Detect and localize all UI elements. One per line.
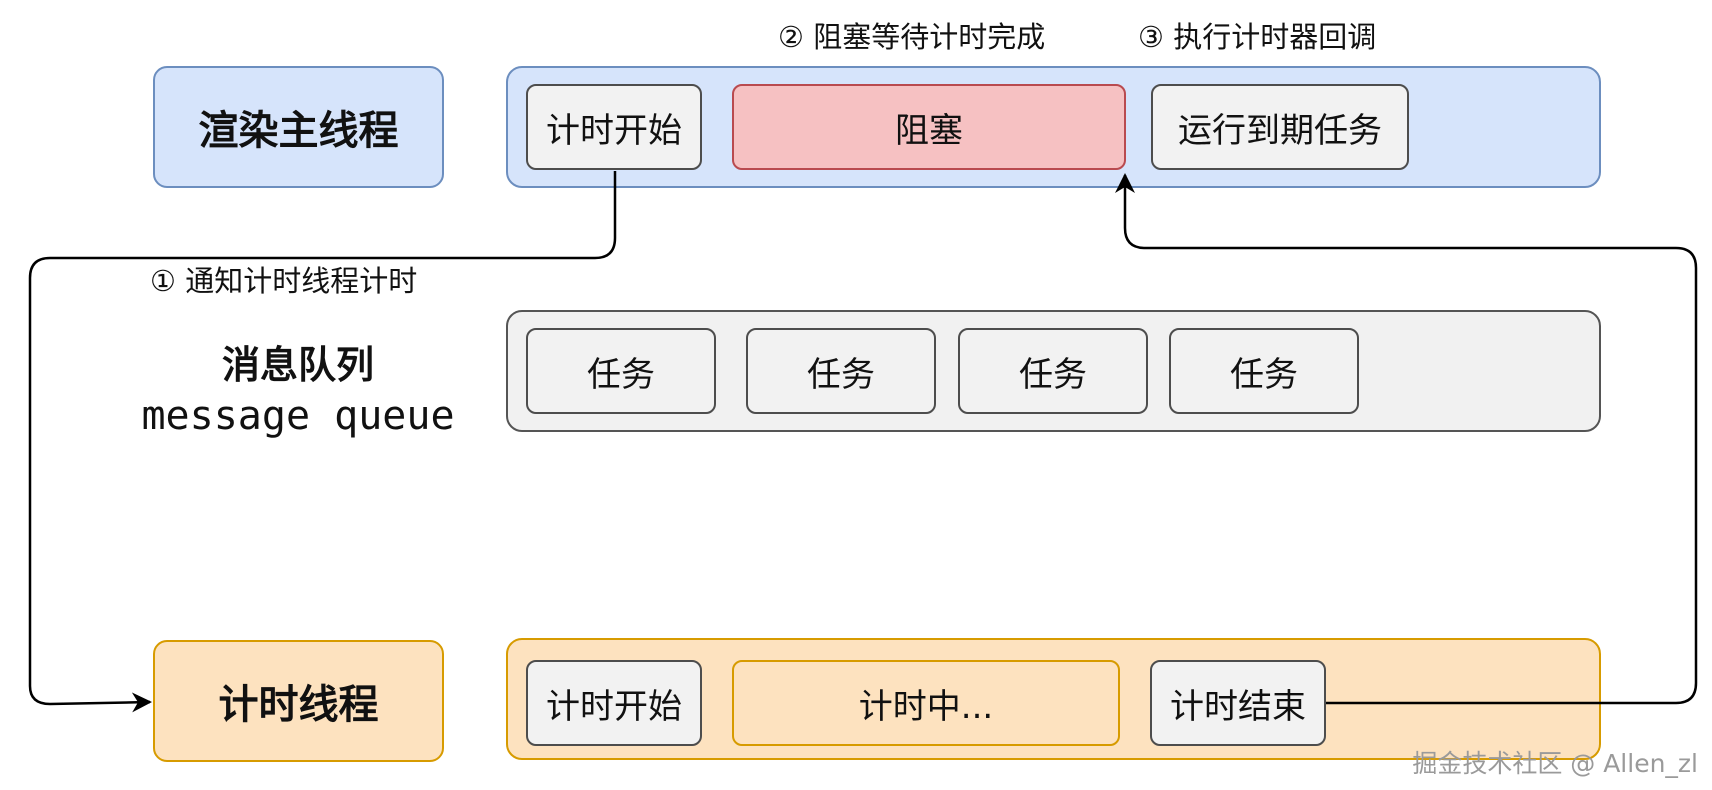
render-thread-label: 渲染主线程 bbox=[153, 66, 444, 188]
message-queue-label-cn: 消息队列 bbox=[221, 343, 374, 387]
queue-task-chip: 任务 bbox=[1169, 328, 1359, 414]
message-queue-label: 消息队列 message queue bbox=[134, 334, 462, 439]
timer-end-chip: 计时结束 bbox=[1150, 660, 1326, 746]
queue-task-chip: 任务 bbox=[746, 328, 936, 414]
queue-task-chip: 任务 bbox=[958, 328, 1148, 414]
timer-start-chip: 计时开始 bbox=[526, 660, 702, 746]
step2-annotation: ② 阻塞等待计时完成 bbox=[778, 20, 1046, 54]
queue-task-chip: 任务 bbox=[526, 328, 716, 414]
render-run-expired-task-chip: 运行到期任务 bbox=[1151, 84, 1409, 170]
message-queue-label-en: message queue bbox=[141, 393, 455, 439]
timer-thread-label: 计时线程 bbox=[153, 640, 444, 762]
step3-annotation: ③ 执行计时器回调 bbox=[1138, 20, 1377, 54]
arrow-notify-timer-thread bbox=[28, 171, 617, 713]
render-blocked-chip: 阻塞 bbox=[732, 84, 1126, 170]
arrow-timer-callback bbox=[1115, 173, 1698, 705]
watermark: 掘金技术社区 @ Allen_zl bbox=[1412, 749, 1698, 778]
step1-annotation: ① 通知计时线程计时 bbox=[150, 264, 418, 298]
timer-counting-chip: 计时中... bbox=[732, 660, 1120, 746]
render-timer-start-chip: 计时开始 bbox=[526, 84, 702, 170]
